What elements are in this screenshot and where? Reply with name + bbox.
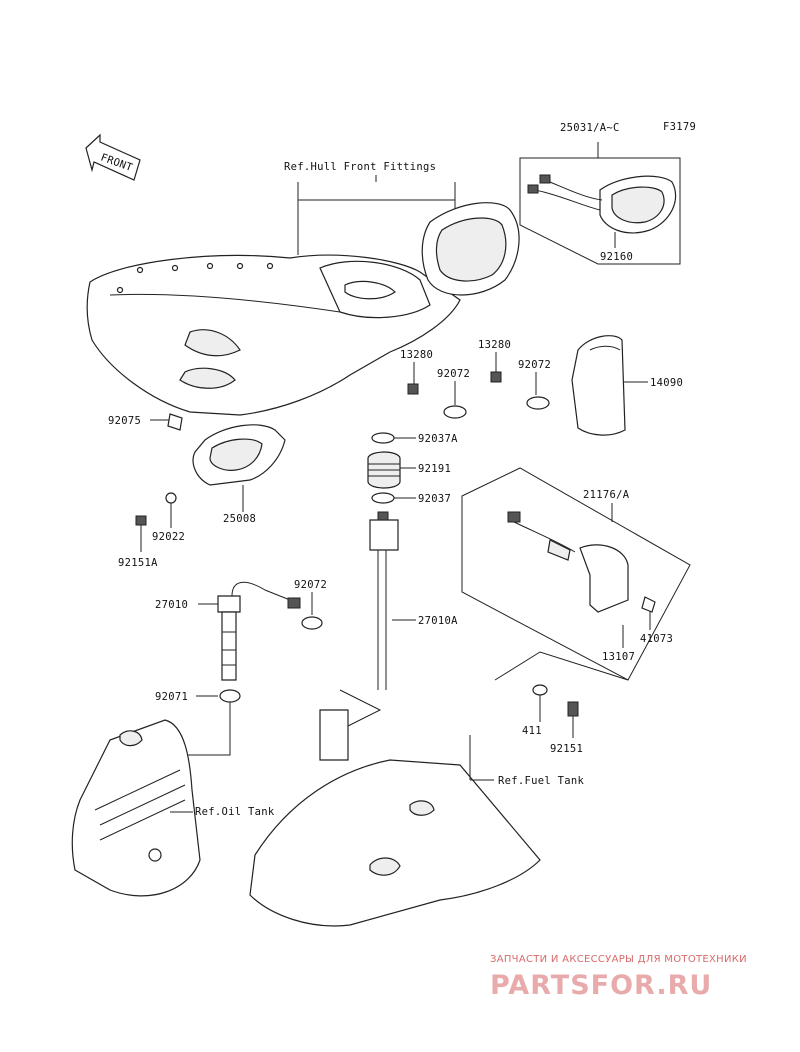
part-21176-callout: 21176/A 41073 13107	[461, 467, 691, 681]
part-92191: 92191	[418, 463, 451, 475]
part-92037: 92037	[418, 493, 451, 505]
ref-oil-tank: Ref.Oil Tank	[195, 806, 275, 818]
part-92151: 92151	[550, 743, 583, 755]
part-25008-group: 25008	[192, 424, 286, 525]
part-41073: 41073	[640, 633, 673, 645]
hull-front-fittings-callout: Ref.Hull Front Fittings	[284, 161, 456, 255]
part-13107: 13107	[602, 651, 635, 663]
watermark-tagline: ЗАПЧАСТИ И АКСЕССУАРЫ ДЛЯ МОТОТЕХНИКИ	[490, 954, 747, 965]
ref-fuel-tank: Ref.Fuel Tank	[498, 775, 584, 787]
part-92160: 92160	[600, 251, 633, 263]
part-92151a: 92151A	[118, 557, 158, 569]
part-92072-right: 92072	[518, 359, 551, 371]
part-13280-right: 13280	[478, 339, 511, 351]
part-92037a: 92037A	[418, 433, 458, 445]
upper-hardware: 13280 13280 92072 92072	[400, 339, 551, 419]
front-arrow-icon: FRONT	[85, 133, 141, 181]
part-92075: 92075	[108, 415, 141, 427]
part-92071: 92071	[155, 691, 188, 703]
cover-14090: 14090	[571, 335, 683, 436]
right-lower-hardware: 411 92151	[522, 684, 583, 755]
diagram-code: F3179	[663, 121, 696, 133]
gauge-bezel	[421, 202, 520, 296]
meter-assembly-callout: 25031/A~C 92160	[519, 122, 681, 265]
part-14090: 14090	[650, 377, 683, 389]
part-25031: 25031/A~C	[560, 122, 620, 134]
part-92072-lower: 92072	[294, 579, 327, 591]
part-92022: 92022	[152, 531, 185, 543]
hull-deck-illustration	[86, 254, 461, 416]
part-27010: 27010	[155, 599, 188, 611]
part-13280-left: 13280	[400, 349, 433, 361]
oil-tank-illustration: Ref.Oil Tank	[71, 719, 275, 897]
part-27010-group: 27010 92072 92071	[155, 579, 327, 756]
part-92072-left: 92072	[437, 368, 470, 380]
ref-hull-front-fittings: Ref.Hull Front Fittings	[284, 161, 436, 173]
part-411: 411	[522, 725, 542, 737]
watermark: ЗАПЧАСТИ И АКСЕССУАРЫ ДЛЯ МОТОТЕХНИКИ PA…	[490, 954, 747, 1001]
fuel-tank-illustration: Ref.Fuel Tank	[249, 689, 584, 927]
part-92075-group: 92075	[108, 413, 183, 431]
center-sender-stack: 92037A 92191 92037 27010A	[367, 432, 458, 690]
watermark-brand: PARTSFOR.RU	[490, 970, 712, 1001]
left-small-hardware: 92022 92151A	[118, 492, 185, 569]
part-25008: 25008	[223, 513, 256, 525]
part-27010a: 27010A	[418, 615, 458, 627]
part-21176: 21176/A	[583, 489, 630, 501]
